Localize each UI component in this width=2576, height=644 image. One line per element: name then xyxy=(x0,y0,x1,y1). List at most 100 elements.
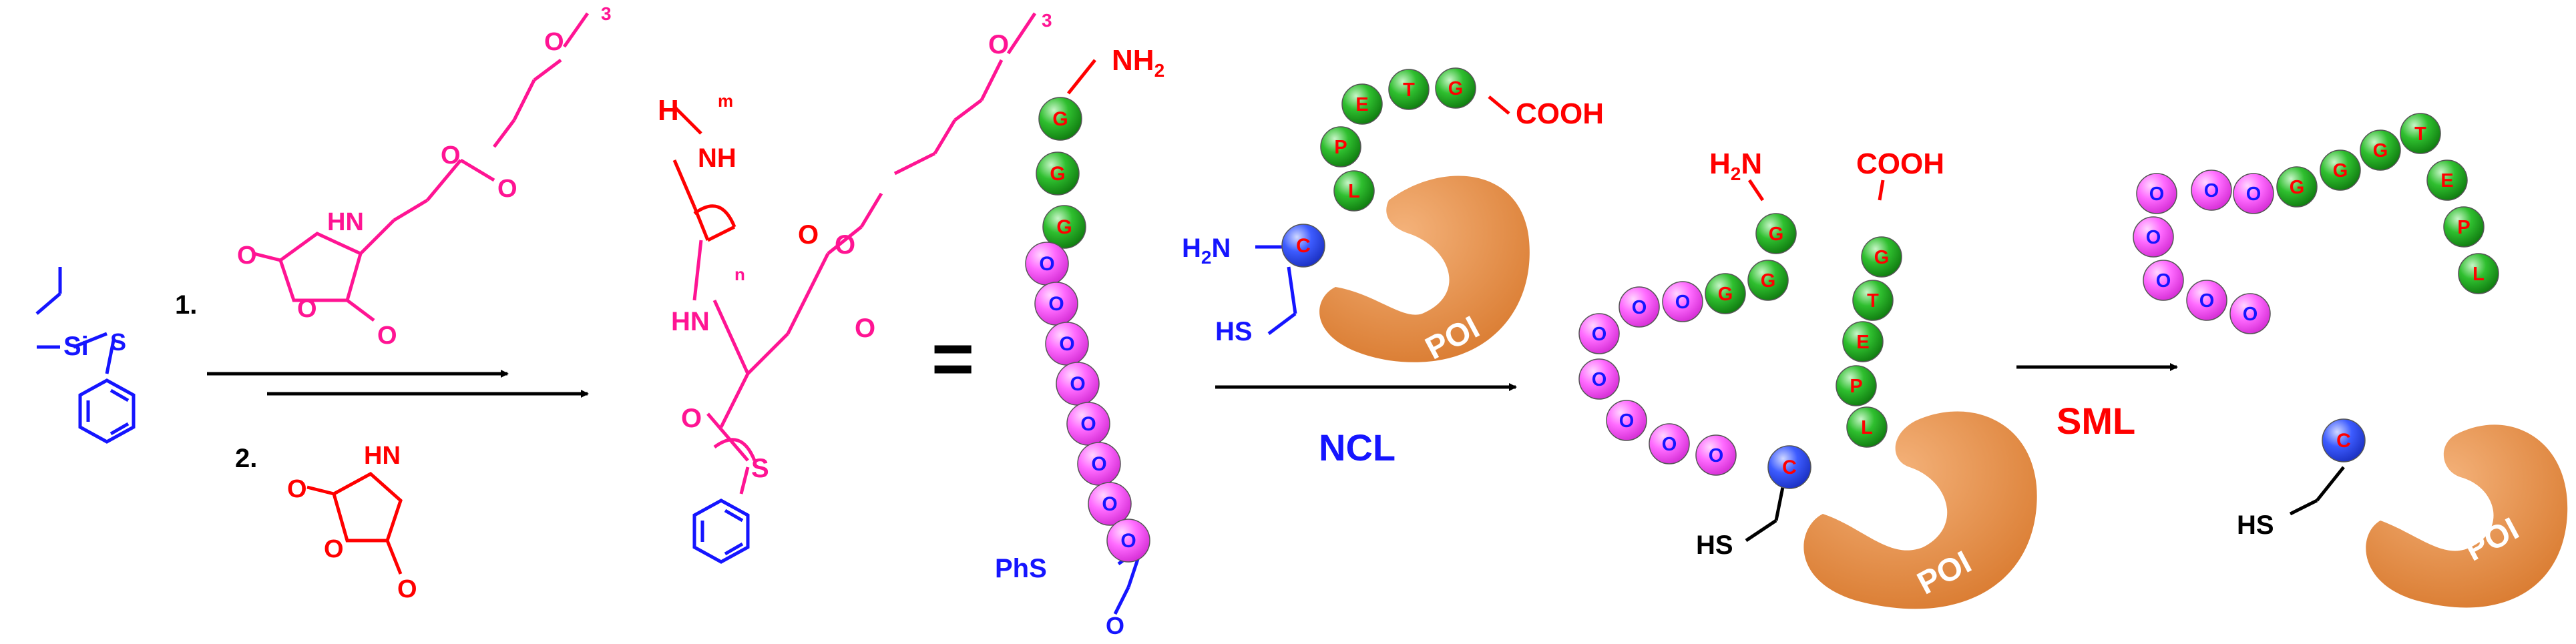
final-o-bead-circle xyxy=(2233,173,2274,214)
ligated-right-bead-circle xyxy=(1842,321,1884,362)
ligated-right-bead-label: T xyxy=(1867,290,1879,312)
chain1-o-bead: O xyxy=(1077,442,1121,486)
chain1-g-bead: G xyxy=(1038,97,1082,141)
peptide-bead: E xyxy=(1341,83,1383,125)
ligated-o-bead: O xyxy=(1662,281,1703,322)
final-o-bead-label: O xyxy=(2246,184,2262,205)
ligated-o-bead-circle xyxy=(1578,358,1620,400)
chain1-o-bead-label: O xyxy=(1039,253,1054,275)
chain1-o-bead: O xyxy=(1088,482,1132,526)
ligated-h2n-label: H2N xyxy=(1709,147,1762,184)
product-thioester-o-label: O xyxy=(681,404,702,433)
ligated-cys-bead: C xyxy=(1767,445,1811,489)
final-o-bead: O xyxy=(2229,293,2271,334)
chain1-o-bead-label: O xyxy=(1048,293,1064,315)
product-ester-o1-label: O xyxy=(835,230,855,260)
ligated-right-bead: T xyxy=(1852,280,1894,321)
poi-protein-shape-3 xyxy=(2366,424,2568,608)
ligated-g-bead: G xyxy=(1747,260,1789,301)
ligated-g-bead: G xyxy=(1755,213,1797,254)
ligated-o-bead-circle xyxy=(1649,423,1690,464)
ligated-g-bead-circle xyxy=(1705,273,1746,314)
final-o-bead-circle xyxy=(2136,173,2177,214)
ligated-right-bead: G xyxy=(1861,236,1902,278)
poi-protein-shape-1 xyxy=(1319,176,1530,362)
ligated-side-chain xyxy=(1774,487,1785,521)
final-peptide-bead: G xyxy=(2360,129,2401,171)
chain1-carbonyl-o: O xyxy=(1106,612,1124,639)
ligated-o-bead: O xyxy=(1606,400,1647,441)
ligated-o-bead-label: O xyxy=(1592,369,1607,390)
final-peptide-bead: G xyxy=(2320,149,2361,191)
ligated-o-bead-label: O xyxy=(1675,292,1691,313)
chain1-g-bead-label: G xyxy=(1056,216,1072,238)
pink-nh-label: HN xyxy=(327,208,364,236)
poi-protein-shape-2 xyxy=(1803,411,2037,609)
chain1-nh2-label: NH2 xyxy=(1112,44,1164,81)
ligated-right-bead-label: G xyxy=(1874,247,1890,268)
ligated-cooh-label: COOH xyxy=(1856,147,1944,180)
red-nh-label: HN xyxy=(364,442,401,470)
ligated-product xyxy=(1745,179,2037,609)
final-o-bead-label: O xyxy=(2149,184,2165,205)
final-o-bead-circle xyxy=(2143,260,2184,301)
ligated-cys-bead-label: C xyxy=(1782,456,1797,478)
ligated-o-bead-circle xyxy=(1606,400,1647,441)
step2-label: 2. xyxy=(235,444,257,473)
peptide-bead: G xyxy=(1435,67,1476,109)
chain1-o-bead-circle xyxy=(1106,519,1150,563)
final-hs-label: HS xyxy=(2237,511,2274,540)
final-side-chain xyxy=(2316,466,2345,502)
ligated-g-bead-label: G xyxy=(1761,270,1776,292)
cys-bead-label: C xyxy=(1296,235,1311,257)
chain1-o-bead: O xyxy=(1106,519,1150,563)
final-o-bead-circle xyxy=(2133,216,2174,258)
peptide-bead-circle xyxy=(1341,83,1383,125)
ligated-o-bead-circle xyxy=(1578,313,1620,354)
red-glycine-nca xyxy=(306,471,403,575)
cys-bead: C xyxy=(1281,224,1325,268)
product-h-label: H xyxy=(658,94,679,127)
chain1-o-bead: O xyxy=(1025,242,1069,286)
ligated-hs-label: HS xyxy=(1696,531,1733,560)
chain1-o-bead: O xyxy=(1045,322,1089,366)
final-peptide-bead-label: G xyxy=(2333,160,2348,182)
ligated-right-bead-label: E xyxy=(1856,332,1869,353)
chain1-o-bead: O xyxy=(1034,282,1078,326)
final-peptide-bead-circle xyxy=(2276,166,2318,208)
chain1-g-bead-label: G xyxy=(1052,108,1068,130)
peptide-bead-label: G xyxy=(1448,78,1464,99)
ligated-o-bead-circle xyxy=(1619,286,1660,328)
final-peptide-bead: P xyxy=(2443,206,2485,248)
ligated-o-bead-circle xyxy=(1662,281,1703,322)
cys-hs-label: HS xyxy=(1215,317,1253,346)
ligated-thiol-bond xyxy=(1745,519,1777,543)
final-peptide-bead: L xyxy=(2458,253,2499,294)
final-peptide-bead: T xyxy=(2400,113,2441,154)
thiophenol-silyl-reagent xyxy=(35,267,136,444)
peptide-bead: L xyxy=(1333,170,1375,212)
peptide-bead-label: T xyxy=(1403,79,1415,101)
final-peptide-bead-circle xyxy=(2320,149,2361,191)
ligated-right-bead: P xyxy=(1836,365,1877,406)
final-peptide-bead: E xyxy=(2426,159,2468,201)
chain1-g-bead-circle xyxy=(1042,205,1086,249)
pink-nca-reagent xyxy=(253,12,590,322)
equals-sign: = xyxy=(931,318,974,400)
final-cys-bead: C xyxy=(2322,418,2366,462)
final-o-bead: O xyxy=(2133,216,2174,258)
final-o-bead-label: O xyxy=(2243,304,2258,325)
final-thiol-bond xyxy=(2289,499,2318,516)
final-o-bead-label: O xyxy=(2146,227,2161,248)
final-o-bead-label: O xyxy=(2156,270,2171,292)
chain1-o-bead: O xyxy=(1056,362,1100,406)
peptide-bead: P xyxy=(1320,126,1361,168)
ligated-g-bead-label: G xyxy=(1769,224,1784,245)
final-o-bead: O xyxy=(2233,173,2274,214)
final-o-bead: O xyxy=(2191,170,2232,211)
final-peptide-bead-label: P xyxy=(2457,217,2470,238)
reagent-s-label: S xyxy=(110,328,126,356)
